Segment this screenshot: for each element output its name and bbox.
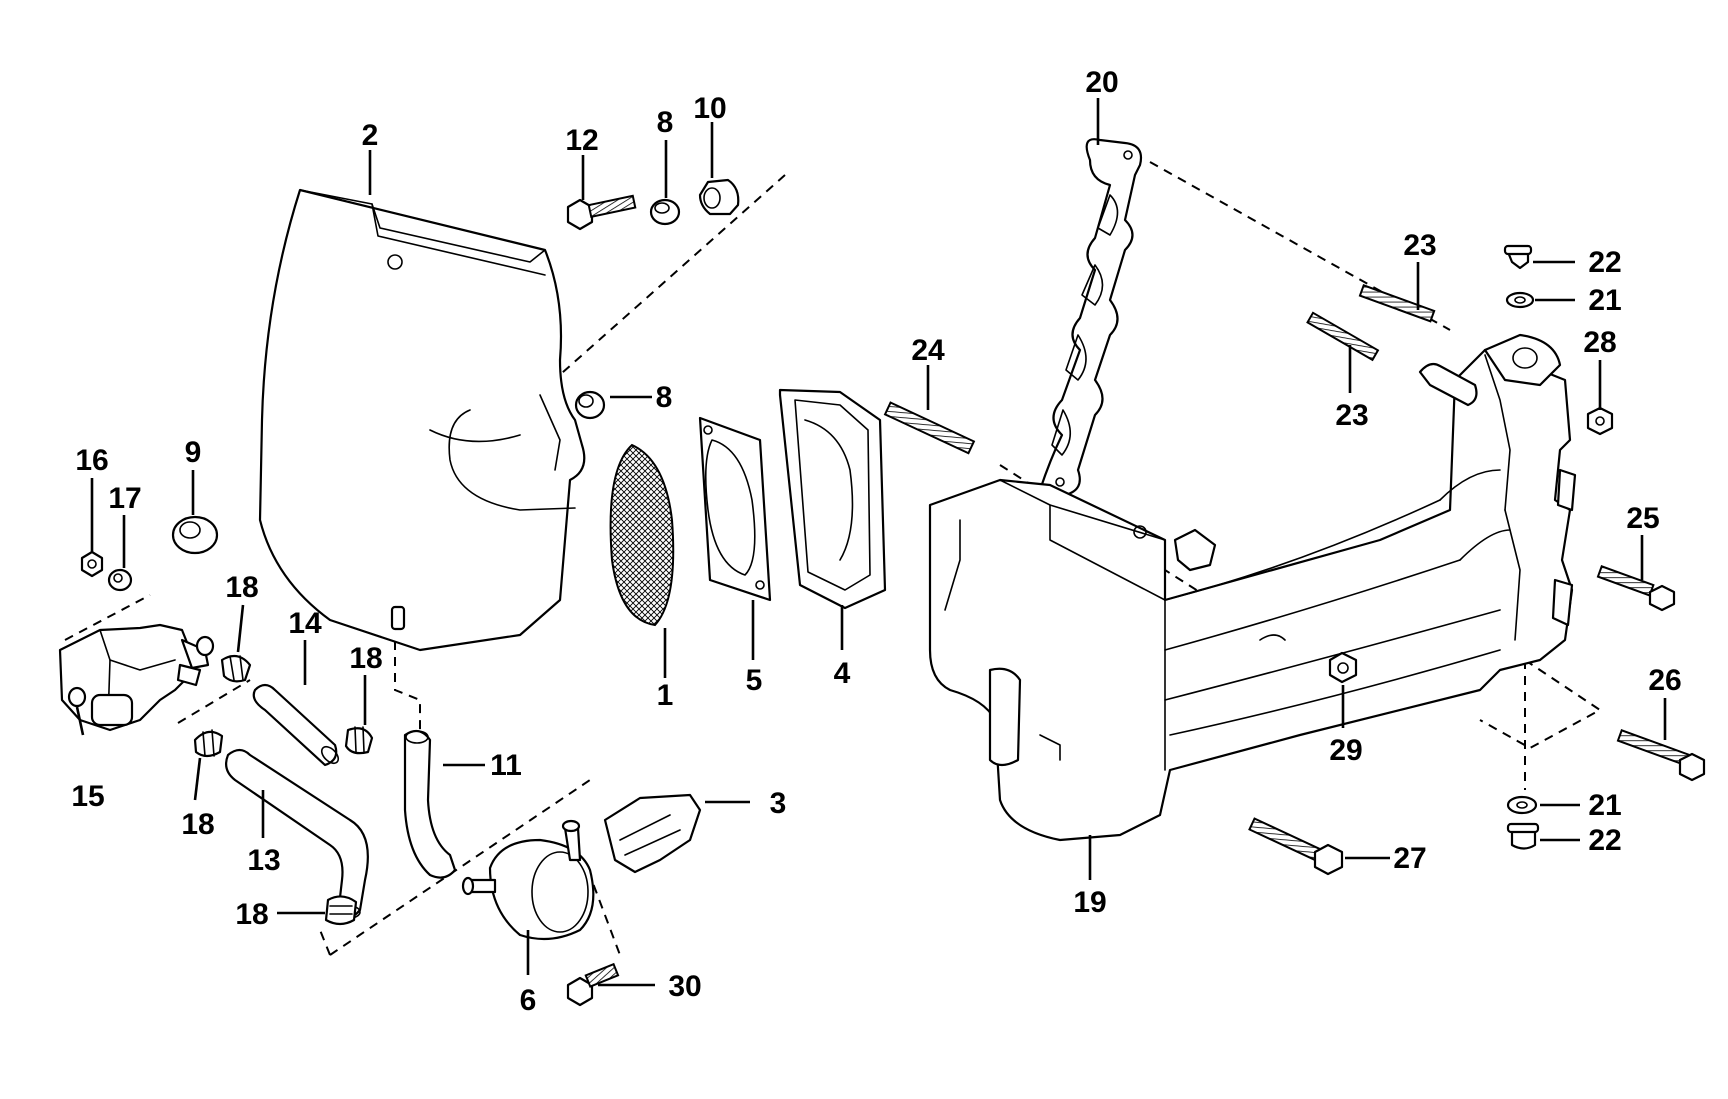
callout-21-upper: 21 [1588,284,1621,317]
callout-19: 19 [1073,886,1106,919]
part-18-clamp-c [193,729,224,758]
part-21-washer-upper [1505,291,1535,309]
callout-9: 9 [185,436,202,469]
part-1-screen [609,443,675,627]
callout-24: 24 [911,334,945,367]
part-29-nut [1328,651,1358,684]
part-16-nut [80,550,104,578]
callout-13: 13 [247,844,280,877]
part-8-grommet-upper [649,198,681,226]
callout-14: 14 [288,607,322,640]
callout-20: 20 [1085,66,1118,99]
callout-27: 27 [1393,842,1426,875]
callout-11: 11 [490,749,522,782]
callout-2: 2 [362,119,379,152]
part-10-bushing [698,178,740,216]
part-13-hose-long [225,748,369,919]
part-19-intake-manifold [928,333,1577,842]
callout-30: 30 [668,970,701,1003]
callout-25: 25 [1626,502,1659,535]
part-23-stud-lower [1306,311,1380,362]
callout-23-lower: 23 [1335,399,1368,432]
part-21-washer-lower [1506,795,1538,815]
callout-15: 15 [71,780,104,813]
callout-4: 4 [834,657,851,690]
part-2-silencer-cover [258,188,586,652]
part-25-screw [1596,565,1676,612]
part-30-screw [566,962,620,1007]
callout-18-b: 18 [349,642,382,675]
callout-21-lower: 21 [1588,789,1621,822]
part-23-stud-upper [1358,284,1436,323]
callout-28: 28 [1583,326,1616,359]
part-6-fuel-filter [461,819,595,941]
part-28-nut [1586,406,1614,436]
part-5-gasket [698,416,772,602]
callout-12: 12 [565,124,598,157]
callout-22-upper: 22 [1588,246,1621,279]
callout-10: 10 [693,92,726,125]
callout-3: 3 [770,787,787,820]
callout-6: 6 [520,984,537,1017]
part-18-clamp-d [324,895,358,926]
callout-29: 29 [1329,734,1362,767]
callout-8-upper: 8 [657,106,674,139]
part-14-hose-short [252,683,340,767]
leader-lines [75,98,1667,987]
part-8-grommet-lower [574,390,606,420]
callout-labels: 2 12 8 10 8 9 16 17 18 14 18 15 18 13 18… [71,66,1681,1017]
part-3-bracket [603,793,702,874]
callout-1: 1 [657,679,674,712]
callout-18-d: 18 [235,898,268,931]
part-27-screw [1248,817,1344,876]
part-11-hose-elbow [403,729,457,879]
callout-5: 5 [746,664,763,697]
callout-18-c: 18 [181,808,214,841]
part-18-clamp-a [220,654,252,683]
part-4-adaptor [778,388,887,610]
part-22-plug-lower [1506,822,1540,850]
callout-26: 26 [1648,664,1681,697]
part-17-washer [107,568,133,592]
callout-23-upper: 23 [1403,229,1436,262]
part-24-stud [883,401,976,455]
callout-8-lower: 8 [656,381,673,414]
callout-18-a: 18 [225,571,258,604]
part-15-valve-assembly [58,623,215,732]
part-18-clamp-b [344,726,374,755]
part-26-screw [1616,729,1706,782]
callout-16: 16 [75,444,108,477]
part-22-plug-upper [1503,244,1533,270]
part-12-screw [566,194,637,231]
part-9-grommet [171,515,219,555]
part-20-gasket [1038,138,1143,497]
callout-22-lower: 22 [1588,824,1621,857]
callout-17: 17 [108,482,141,515]
